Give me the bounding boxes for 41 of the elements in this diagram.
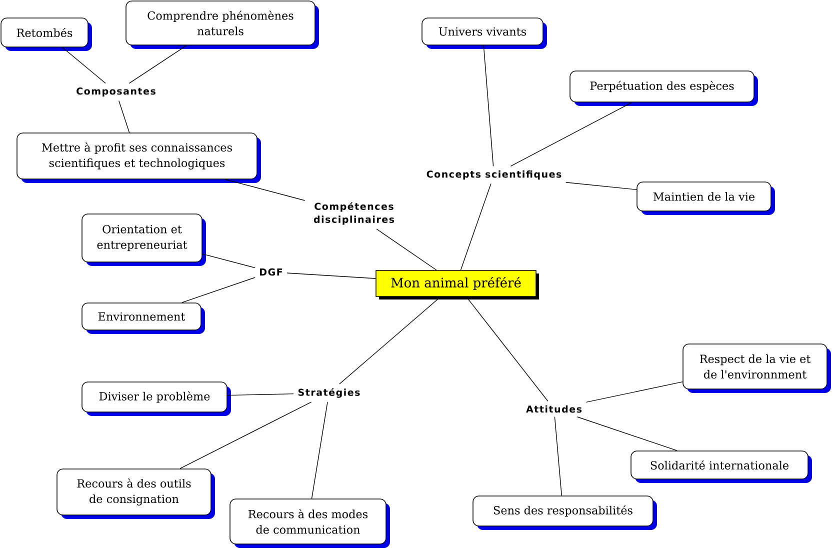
connector-line <box>182 277 256 303</box>
topic-box: Recours à des outils de consignation <box>56 468 215 519</box>
connector-line <box>376 228 437 270</box>
topic-box: Mettre à profit ses connaissances scientifiques et technologiques <box>16 132 261 183</box>
connector-line <box>227 393 294 396</box>
topic-box: Perpétuation des espèces <box>570 70 758 106</box>
topic-box: Solidarité internationale <box>630 450 812 483</box>
connector-line <box>311 402 328 499</box>
topic-box: Retombés <box>0 18 92 51</box>
connector-line <box>118 100 130 133</box>
connector-line <box>510 102 632 167</box>
connector-line <box>286 272 376 279</box>
connector-line <box>180 402 312 469</box>
connector-line <box>483 45 494 167</box>
topic-box: Respect de la vie et de l'environnment <box>682 344 831 393</box>
connector-line <box>566 182 637 190</box>
category-label: Composantes <box>76 87 156 97</box>
connector-line <box>128 45 187 84</box>
topic-box: Environnement <box>82 302 205 334</box>
topic-box: Sens des responsabilités <box>472 496 657 530</box>
connector-line <box>460 183 492 270</box>
topic-box: Orientation et entrepreneuriat <box>82 214 206 266</box>
connector-line <box>202 254 256 268</box>
topic-box: Maintien de la vie <box>636 182 775 215</box>
connector-line <box>339 296 441 384</box>
topic-box: Comprendre phénomènes naturels <box>126 0 319 49</box>
topic-box: Univers vivants <box>422 18 547 49</box>
topic-box: Recours à des modes de communication <box>230 498 390 548</box>
connector-line <box>554 416 562 496</box>
connector-line <box>576 416 678 451</box>
category-label: Compétences disciplinaires <box>314 202 394 225</box>
connector-line <box>62 47 106 84</box>
category-label: DGF <box>260 268 282 276</box>
topic-box: Diviser le problème <box>82 382 231 416</box>
category-label: Stratégies <box>298 388 360 398</box>
connector-line <box>224 179 306 201</box>
category-label: Concepts scientifiques <box>426 170 562 180</box>
connector-line <box>466 296 548 402</box>
category-label: Attitudes <box>526 405 582 413</box>
central-topic-box: Mon animal préféré <box>376 270 539 300</box>
connector-line <box>586 381 683 403</box>
